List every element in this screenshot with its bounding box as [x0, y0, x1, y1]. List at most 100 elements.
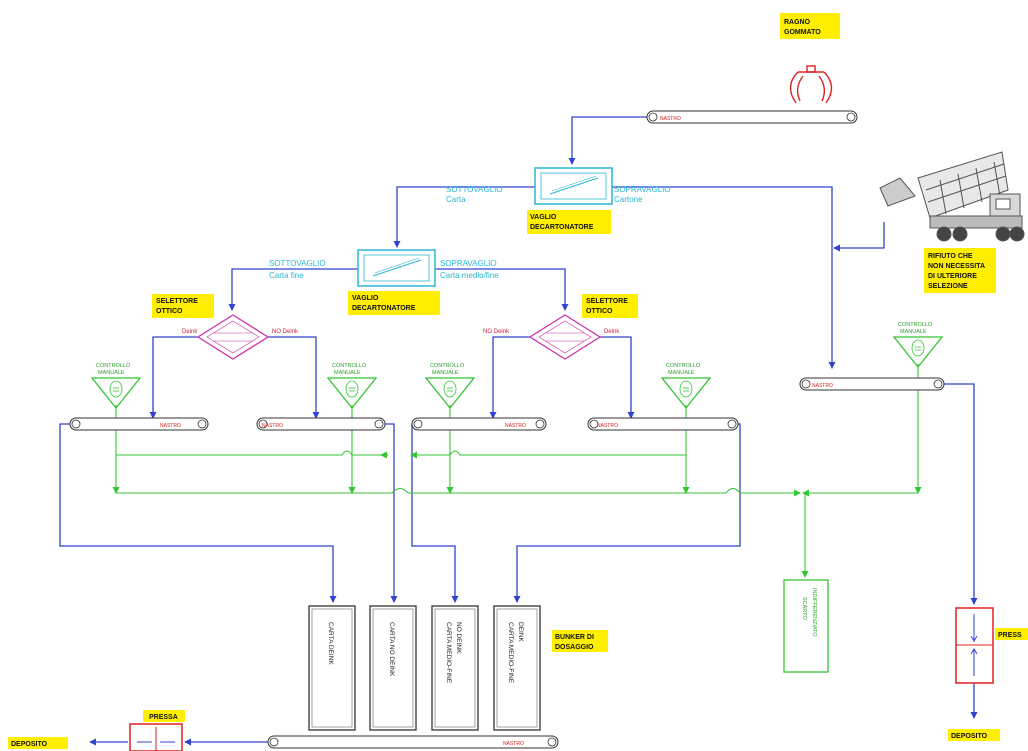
scarto-indifferenziato: SCARTO INDIFFERENZIATO [783, 579, 829, 673]
controllo-label: MANUALE [668, 370, 695, 376]
svg-text:SELETTORE: SELETTORE [156, 298, 198, 305]
controllo-label: CONTROLLO [666, 363, 701, 369]
pressa-right-label: PRESS [995, 628, 1028, 640]
vaglio-decartonatore-1 [534, 167, 613, 205]
press-bottom-icon [129, 723, 183, 751]
controllo-label: CONTROLLO [332, 363, 367, 369]
bunker-label: BUNKER DI DOSAGGIO [552, 630, 608, 652]
belt-label: NASTRO [660, 116, 681, 122]
dump-truck-icon [879, 151, 1025, 242]
svg-text:SOPRAVAGLIO: SOPRAVAGLIO [614, 185, 671, 194]
selettore-left-label: SELETTORE OTTICO [152, 294, 214, 318]
belt-label: NASTRO [262, 423, 283, 429]
svg-text:NON NECESSITA: NON NECESSITA [928, 263, 985, 270]
belt-label: NASTRO [812, 383, 833, 389]
belt-label: NASTRO [597, 423, 618, 429]
svg-text:OTTICO: OTTICO [586, 308, 613, 315]
bunker-2: CARTA NO DEINK [369, 605, 417, 731]
svg-text:Carta: Carta [446, 195, 466, 204]
controllo-label: MANUALE [98, 370, 125, 376]
bunker-text: CARTA MEDIO-FINE [445, 622, 452, 684]
conveyor-belt: NASTRO [646, 110, 858, 124]
ragno-label: RAGNO GOMMATO [780, 13, 840, 39]
svg-text:RIFIUTO CHE: RIFIUTO CHE [928, 253, 973, 260]
svg-text:SOTTOVAGLIO: SOTTOVAGLIO [446, 185, 503, 194]
belt-label: NASTRO [503, 741, 524, 747]
sottovaglio-2-text: SOTTOVAGLIO Carta fine [269, 259, 326, 280]
operator-icon [911, 339, 925, 357]
svg-text:DECARTONATORE: DECARTONATORE [530, 224, 594, 231]
belt-label: NASTRO [505, 423, 526, 429]
svg-text:GOMMATO: GOMMATO [784, 29, 821, 36]
pressa-bottom-label: PRESSA [143, 710, 185, 722]
selettore-right-label: SELETTORE OTTICO [582, 294, 638, 318]
svg-text:Carta medio/fine: Carta medio/fine [440, 271, 499, 280]
bunker-text: CARTA MEDIO-FINE [507, 622, 514, 684]
deposito-left-label: DEPOSITO [8, 737, 68, 749]
rifiuto-label: RIFIUTO CHE NON NECESSITA DI ULTERIORE S… [924, 248, 996, 293]
conveyor-belt: NASTRO [411, 417, 547, 431]
conveyor-belt: NASTRO [587, 417, 739, 431]
bunker-1: CARTA DEINK [308, 605, 356, 731]
sopravaglio-2-text: SOPRAVAGLIO Carta medio/fine [440, 259, 499, 280]
svg-text:SOTTOVAGLIO: SOTTOVAGLIO [269, 259, 326, 268]
bunker-text: CARTA NO DEINK [388, 622, 395, 677]
vaglio-1-label: VAGLIO DECARTONATORE [527, 210, 611, 234]
svg-text:DEPOSITO: DEPOSITO [11, 741, 48, 748]
controllo-label: MANUALE [334, 370, 361, 376]
deposito-right-label: DEPOSITO [948, 729, 1000, 741]
svg-text:SELEZIONE: SELEZIONE [928, 283, 968, 290]
selettore-ottico-right [528, 314, 602, 360]
controllo-label: CONTROLLO [430, 363, 465, 369]
blue-flow-lines [59, 116, 978, 746]
svg-text:VAGLIO: VAGLIO [352, 295, 379, 302]
svg-text:Cartone: Cartone [614, 195, 643, 204]
operator-icon [679, 380, 693, 398]
vaglio-decartonatore-2 [357, 249, 436, 287]
svg-text:SCARTO: SCARTO [801, 597, 807, 620]
controllo-label: MANUALE [900, 329, 927, 335]
no-deink-right-text: NO Deink [483, 329, 510, 335]
deink-left-text: Deink [182, 329, 198, 335]
conveyor-belt: NASTRO [799, 377, 945, 391]
belt-label: NASTRO [160, 423, 181, 429]
svg-text:PRESS: PRESS [998, 632, 1022, 639]
bunker-text: DEINK [517, 622, 524, 643]
controllo-label: CONTROLLO [96, 363, 131, 369]
svg-text:INDIFFERENZIATO: INDIFFERENZIATO [811, 588, 817, 637]
svg-text:PRESSA: PRESSA [149, 714, 178, 721]
green-scrap-lines [112, 364, 922, 578]
svg-text:DI ULTERIORE: DI ULTERIORE [928, 273, 977, 280]
no-deink-left-text: NO Deink [272, 329, 299, 335]
conveyor-belt: NASTRO [256, 417, 386, 431]
svg-text:BUNKER DI: BUNKER DI [555, 634, 594, 641]
conveyor-belt: NASTRO [69, 417, 209, 431]
press-icon [955, 607, 994, 684]
svg-text:RAGNO: RAGNO [784, 19, 811, 26]
grab-claw-icon [789, 65, 833, 104]
controllo-label: CONTROLLO [898, 322, 933, 328]
svg-text:Carta fine: Carta fine [269, 271, 304, 280]
svg-text:OTTICO: OTTICO [156, 308, 183, 315]
operator-icon [345, 380, 359, 398]
svg-text:SELETTORE: SELETTORE [586, 298, 628, 305]
operator-icon [109, 380, 123, 398]
svg-text:DECARTONATORE: DECARTONATORE [352, 305, 416, 312]
conveyor-belt: NASTRO [267, 735, 559, 749]
svg-text:DEPOSITO: DEPOSITO [951, 733, 988, 740]
svg-text:SOPRAVAGLIO: SOPRAVAGLIO [440, 259, 497, 268]
svg-text:VAGLIO: VAGLIO [530, 214, 557, 221]
controllo-label: MANUALE [432, 370, 459, 376]
sopravaglio-1-text: SOPRAVAGLIO Cartone [614, 185, 671, 204]
bunker-text: NO DEINK [455, 622, 462, 654]
operator-icon [443, 380, 457, 398]
svg-text:DOSAGGIO: DOSAGGIO [555, 644, 594, 651]
